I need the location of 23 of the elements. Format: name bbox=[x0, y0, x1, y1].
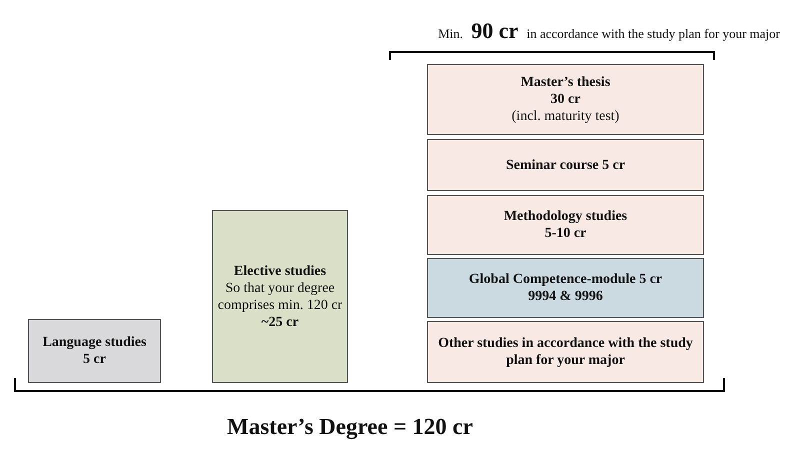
course-box bbox=[427, 64, 704, 135]
box-text: 5-10 cr bbox=[544, 225, 586, 242]
course-box bbox=[212, 210, 348, 383]
course-box bbox=[427, 258, 704, 318]
course-box bbox=[427, 139, 704, 191]
total-title: Master’s Degree = 120 cr bbox=[226, 413, 474, 442]
box-text: ~25 cr bbox=[261, 314, 299, 330]
box-text: 9994 & 9996 bbox=[528, 288, 603, 305]
box-text: 5 cr bbox=[83, 351, 106, 368]
box-text: Language studies bbox=[42, 334, 146, 351]
course-box bbox=[28, 319, 161, 383]
note-text: Min. 90 cr in accordance with the study plan for your major bbox=[437, 17, 780, 45]
box-text: So that your degree comprises min. 120 cr bbox=[217, 280, 343, 314]
box-text: Global Competence-module 5 cr bbox=[468, 271, 662, 288]
box-text: Seminar course 5 cr bbox=[506, 156, 626, 174]
box-text: Elective studies bbox=[234, 262, 326, 280]
box-text: Other studies in accordance with the study plan for your major bbox=[437, 335, 694, 369]
box-text: (incl. maturity test) bbox=[512, 108, 620, 125]
box-text: Methodology studies bbox=[504, 208, 628, 225]
box-text: Master’s thesis bbox=[520, 74, 610, 91]
box-text: 30 cr bbox=[550, 91, 580, 108]
course-box bbox=[427, 195, 704, 255]
course-box bbox=[427, 321, 704, 383]
